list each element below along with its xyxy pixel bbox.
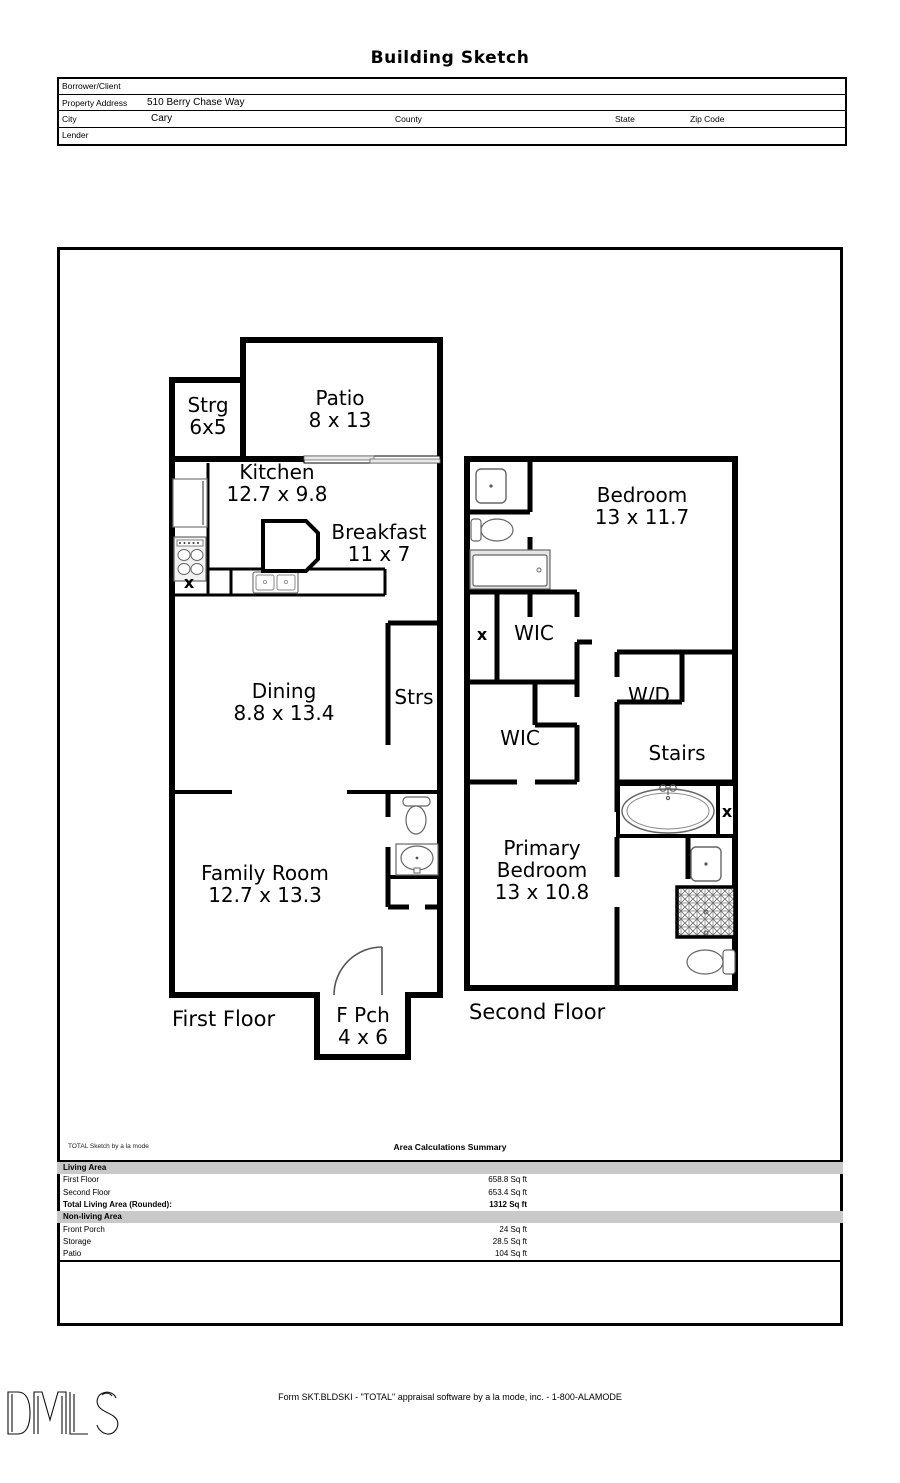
non-living-area-heading: Non-living Area [63,1212,122,1222]
header-row-city: City Cary County State Zip Code [59,111,845,128]
front-porch-dims: 4 x 6 [338,1025,388,1049]
vanity-sink-icon-primary [685,836,722,882]
city-value: Cary [151,112,173,124]
storage-name: Strg [187,393,228,417]
laundry-label: W/D [628,683,670,707]
area-section-heading-living: Living Area [57,1162,843,1175]
total-living-area-value: 1312 Sq ft [489,1200,527,1210]
first-floor-area-value: 658.8 Sq ft [488,1175,527,1185]
first-floor-marker-x-1: x [184,573,195,592]
patio-dims: 8 x 13 [309,408,372,432]
storage-dims: 6x5 [189,415,226,439]
first-floor-area-label: First Floor [63,1175,99,1185]
area-row-second-floor: Second Floor 653.4 Sq ft [57,1187,843,1199]
state-label: State [615,113,635,124]
sliding-door-icon [303,455,441,464]
breakfast-dims: 11 x 7 [348,542,411,566]
primary-bedroom-dims: 13 x 10.8 [495,880,590,904]
patio-area-value: 104 Sq ft [494,1249,527,1259]
second-floor-marker-x-1: x [477,625,488,644]
second-floor-area-value: 653.4 Sq ft [488,1187,527,1197]
strs-label: Strs [394,685,433,709]
bedroom-dims: 13 x 11.7 [595,505,690,529]
room-front-porch: F Pch 4 x 6 [314,992,411,1060]
family-room-name: Family Room [201,861,329,885]
room-storage: Strg 6x5 [169,377,246,462]
toilet-icon-first-floor [402,796,431,835]
second-floor-plan: Bedroom 13 x 11.7 WIC x WIC [464,456,738,1024]
stairs-label: Stairs [649,741,706,765]
lender-label: Lender [62,130,89,141]
area-row-patio: Patio 104 Sq ft [57,1248,843,1260]
room-laundry: W/D [614,649,735,782]
front-porch-area-value: 24 Sq ft [499,1224,527,1234]
property-address-label: Property Address [62,97,128,108]
area-calculations-title: Area Calculations Summary [393,1142,507,1152]
floorplan-drawing: Patio 8 x 13 Strg 6x5 [169,337,738,1060]
patio-name: Patio [315,386,364,410]
area-row-total-living: Total Living Area (Rounded): 1312 Sq ft [57,1199,843,1211]
borrower-label: Borrower/Client [62,81,121,92]
dining-dims: 8.8 x 13.4 [234,701,335,725]
second-floor-outline [464,456,738,991]
area-row-storage: Storage 28.5 Sq ft [57,1236,843,1248]
footer-note: Form SKT.BLDSKI - "TOTAL" appraisal soft… [278,1392,622,1402]
zip-code-label: Zip Code [690,113,725,124]
first-floor-plan: Patio 8 x 13 Strg 6x5 [169,337,443,1060]
sketch-credit: TOTAL Sketch by a la mode [68,1143,149,1150]
living-area-heading: Living Area [63,1163,107,1173]
kitchen-name: Kitchen [239,460,314,484]
sink-icon-hall-bath [475,468,507,504]
area-section-heading-nonliving: Non-living Area [57,1211,843,1224]
wic-lower-label: WIC [500,726,540,750]
room-wic-upper: WIC [470,589,592,697]
total-living-area-label: Total Living Area (Rounded): [63,1200,172,1210]
dining-name: Dining [252,679,317,703]
toilet-icon-primary [686,949,736,975]
front-porch-area-label: Front Porch [63,1224,105,1234]
header-row-borrower: Borrower/Client [59,79,845,96]
bathtub-icon-hall-bath [469,549,551,590]
kitchen-island-icon [261,519,320,573]
front-porch-name: F Pch [336,1003,390,1027]
vanity-sink-icon-first-floor [395,843,439,876]
room-wic-lower: WIC [470,682,580,785]
dmls-logo [7,1391,119,1435]
area-row-front-porch: Front Porch 24 Sq ft [57,1223,843,1235]
second-floor-area-label: Second Floor [63,1187,111,1197]
refrigerator-icon [172,478,208,528]
city-label: City [62,113,77,124]
county-label: County [395,113,422,124]
storage-area-label: Storage [63,1236,92,1246]
storage-area-value: 28.5 Sq ft [492,1236,527,1246]
first-floor-label: First Floor [172,1007,275,1031]
header-row-address: Property Address 510 Berry Chase Way [59,95,845,112]
page-title: Building Sketch [370,48,530,68]
toilet-icon-hall-bath [470,518,514,542]
second-floor-marker-x-2: x [722,802,733,821]
patio-area-label: Patio [63,1249,82,1259]
bedroom-name: Bedroom [597,483,687,507]
kitchen-dims: 12.7 x 9.8 [227,482,328,506]
property-address-value: 510 Berry Chase Way [147,96,245,108]
double-sink-icon [252,571,299,594]
family-room-dims: 12.7 x 13.3 [208,883,322,907]
entry-door-icon [333,946,383,996]
property-info-table: Borrower/Client Property Address 510 Ber… [57,77,847,146]
area-row-first-floor: First Floor 658.8 Sq ft [57,1174,843,1186]
tiled-shower-icon [675,885,737,939]
breakfast-name: Breakfast [331,520,426,544]
header-row-lender: Lender [59,128,845,144]
area-calculations-table: Living Area First Floor 658.8 Sq ft Seco… [57,1160,843,1263]
second-floor-label: Second Floor [469,1000,606,1024]
garden-tub-icon [616,782,737,838]
room-patio: Patio 8 x 13 [240,337,443,462]
wic-upper-label: WIC [514,621,554,645]
range-icon [173,536,207,582]
